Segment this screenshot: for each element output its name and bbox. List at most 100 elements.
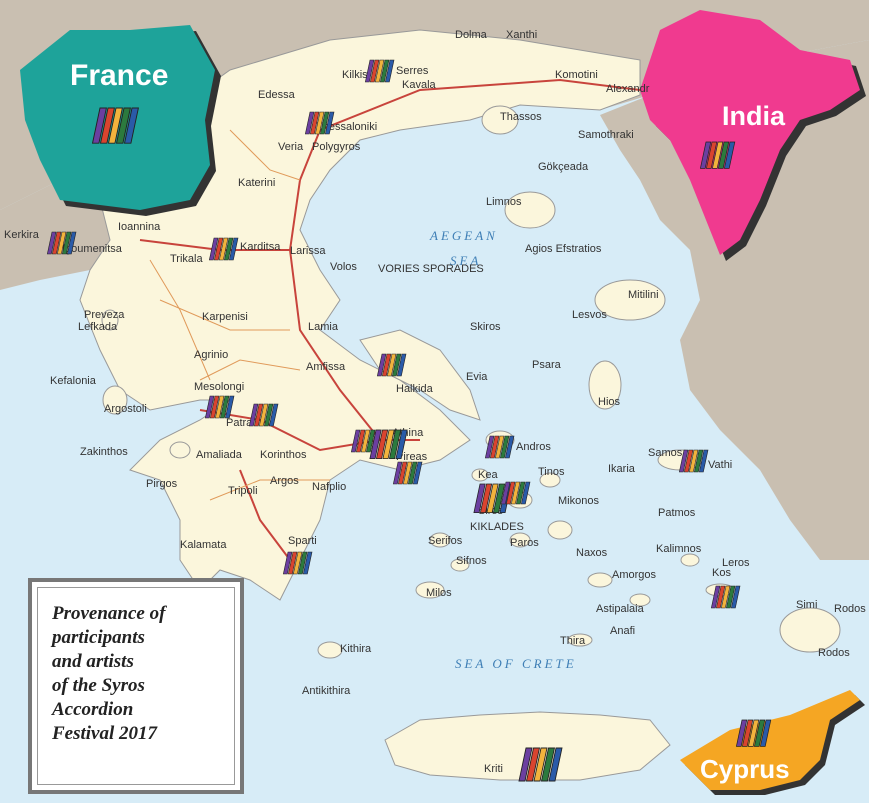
place-label: Hios: [598, 396, 621, 408]
place-label: Karpenisi: [202, 311, 248, 323]
place-label: Amfissa: [306, 361, 346, 373]
accordion-marker-icon: [208, 237, 239, 261]
place-label: Kilkis: [342, 69, 368, 81]
chios-island: [588, 360, 622, 410]
accordion-marker-icon: [500, 481, 531, 505]
place-label: Volos: [330, 261, 357, 273]
place-label: Trikala: [170, 253, 203, 265]
place-label: Antikithira: [302, 685, 351, 697]
cyprus-region: Cyprus: [680, 690, 865, 795]
place-label: Agios Efstratios: [525, 243, 602, 255]
place-label: Andros: [516, 441, 551, 453]
place-label: Argostoli: [104, 403, 147, 415]
place-label: Leros: [722, 557, 750, 569]
accordion-markers: [46, 59, 772, 782]
accordion-marker-icon: [678, 449, 709, 473]
accordion-marker-icon: [304, 111, 335, 135]
accordion-marker-icon: [46, 231, 77, 255]
place-label: Larissa: [290, 245, 326, 257]
accordion-marker-icon: [484, 435, 515, 459]
place-label: Kefalonia: [50, 375, 97, 387]
place-label: Xanthi: [506, 29, 537, 41]
place-label: Tinos: [538, 466, 565, 478]
place-label: Sifnos: [456, 555, 487, 567]
place-label: Zakinthos: [80, 446, 128, 458]
place-label: Skiros: [470, 321, 501, 333]
place-label: Preveza: [84, 309, 125, 321]
accordion-marker-icon: [518, 747, 563, 782]
thassos-island: [481, 105, 519, 135]
accordion-marker-icon: [204, 395, 235, 419]
place-label: Polygyros: [312, 141, 361, 153]
place-label: Samothraki: [578, 129, 634, 141]
place-label: Thira: [560, 635, 586, 647]
india-region: India: [640, 10, 866, 261]
limnos-island: [504, 191, 556, 229]
place-label: Karditsa: [240, 241, 281, 253]
place-label: Pireas: [396, 451, 428, 463]
place-label: Samos: [648, 447, 683, 459]
place-label: Kos: [712, 567, 731, 579]
place-label: Lefkada: [78, 321, 118, 333]
place-label: Rodos: [818, 647, 850, 659]
place-label: Paros: [510, 537, 539, 549]
place-label: Kavala: [402, 79, 437, 91]
place-label: Pirgos: [146, 478, 178, 490]
sea-label-crete: SEA OF CRETE: [455, 656, 577, 671]
place-label: VORIES SPORADES: [378, 263, 484, 275]
place-label: Edessa: [258, 89, 296, 101]
place-label: Tripoli: [228, 485, 258, 497]
place-label: Thassos: [500, 111, 542, 123]
cyprus-label: Cyprus: [700, 754, 790, 784]
lesvos-island: [594, 279, 666, 321]
accordion-marker-icon: [699, 141, 736, 169]
turkey-land: [600, 40, 869, 560]
accordion-marker-icon: [392, 461, 423, 485]
place-label: Kerkira: [4, 229, 40, 241]
place-label: Vathi: [708, 459, 732, 471]
place-label: Serifos: [428, 535, 463, 547]
evia-island: [359, 329, 481, 421]
place-label: Kithira: [340, 643, 372, 655]
place-label: Evia: [466, 371, 488, 383]
cyprus-shape: [680, 690, 860, 790]
place-label: Rodos: [834, 603, 866, 615]
place-label: Ioannina: [118, 221, 161, 233]
legend-title: Provenance of participants and artists o…: [52, 603, 166, 744]
place-label: Patmos: [658, 507, 696, 519]
india-shape: [640, 10, 860, 255]
place-label: Mikonos: [558, 495, 599, 507]
rhodes-island: [779, 607, 841, 653]
place-label: Lamia: [308, 321, 339, 333]
sea-label-sea: SEA: [450, 253, 481, 268]
place-label: Simi: [796, 599, 817, 611]
place-label: Alexandr: [606, 83, 650, 95]
legend-box: Provenance of participants and artists o…: [28, 578, 244, 794]
place-label: Kea: [478, 469, 498, 481]
place-label: Halkida: [396, 383, 434, 395]
place-label: Argos: [270, 475, 299, 487]
place-label: Limnos: [486, 196, 522, 208]
place-label: Patra: [226, 417, 253, 429]
place-label: Igoumenitsa: [62, 243, 123, 255]
place-label: Sparti: [288, 535, 317, 547]
accordion-marker-icon: [735, 719, 772, 747]
place-label: Amaliada: [196, 449, 243, 461]
place-label: Serres: [396, 65, 429, 77]
place-label: Naxos: [576, 547, 608, 559]
secondary-roads: [149, 129, 330, 501]
place-label: Astipalaia: [596, 603, 645, 615]
place-label: Kriti: [484, 763, 503, 775]
france-label: France: [70, 59, 168, 92]
place-label: Milos: [426, 587, 452, 599]
accordion-marker-icon: [248, 403, 279, 427]
india-label: India: [722, 101, 786, 131]
accordion-marker-icon: [710, 585, 741, 609]
accordion-marker-icon: [376, 353, 407, 377]
place-label: Kalimnos: [656, 543, 702, 555]
place-label: Kalamata: [180, 539, 227, 551]
place-label: Agrinio: [194, 349, 228, 361]
accordion-marker-icon: [282, 551, 313, 575]
place-label: KIKLADES: [470, 521, 524, 533]
